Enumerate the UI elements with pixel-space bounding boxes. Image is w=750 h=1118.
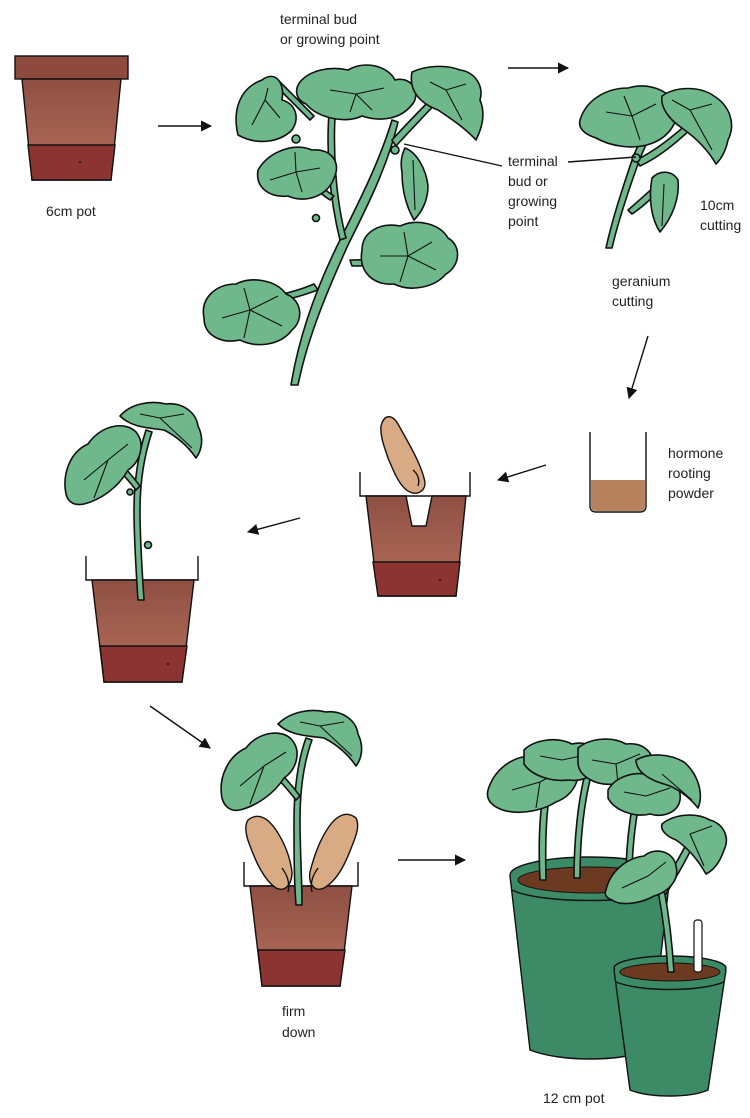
label-geranium-cutting: geraniumcutting (612, 273, 670, 309)
pot-6cm (15, 56, 128, 180)
cutting-in-pot (65, 403, 202, 683)
firm-down-pot (221, 711, 361, 987)
parent-plant (203, 65, 502, 385)
label-6cm-pot: 6cm pot (46, 203, 96, 219)
label-12cm-pot: 12 cm pot (543, 1090, 605, 1106)
arrow-left-4 (498, 465, 546, 480)
arrow-left-5 (248, 518, 300, 532)
label-10cm-cutting: 10cmcutting (700, 197, 741, 233)
label-terminal-bud-side: terminalbud orgrowingpoint (508, 153, 558, 229)
hormone-powder-container (590, 432, 646, 512)
dibber-pot (360, 417, 470, 596)
label-terminal-bud-top: terminal budor growing point (280, 11, 380, 47)
arrow-down-6 (150, 706, 210, 748)
label-hormone-rooting-powder: hormonerootingpowder (668, 445, 723, 501)
arrow-down-3 (629, 336, 648, 398)
left-hand-icon (246, 816, 292, 889)
right-hand-icon (310, 814, 358, 889)
final-pots (487, 739, 726, 1096)
label-firm-down: firmdown (282, 1003, 315, 1040)
plant-label-stick (694, 920, 702, 972)
